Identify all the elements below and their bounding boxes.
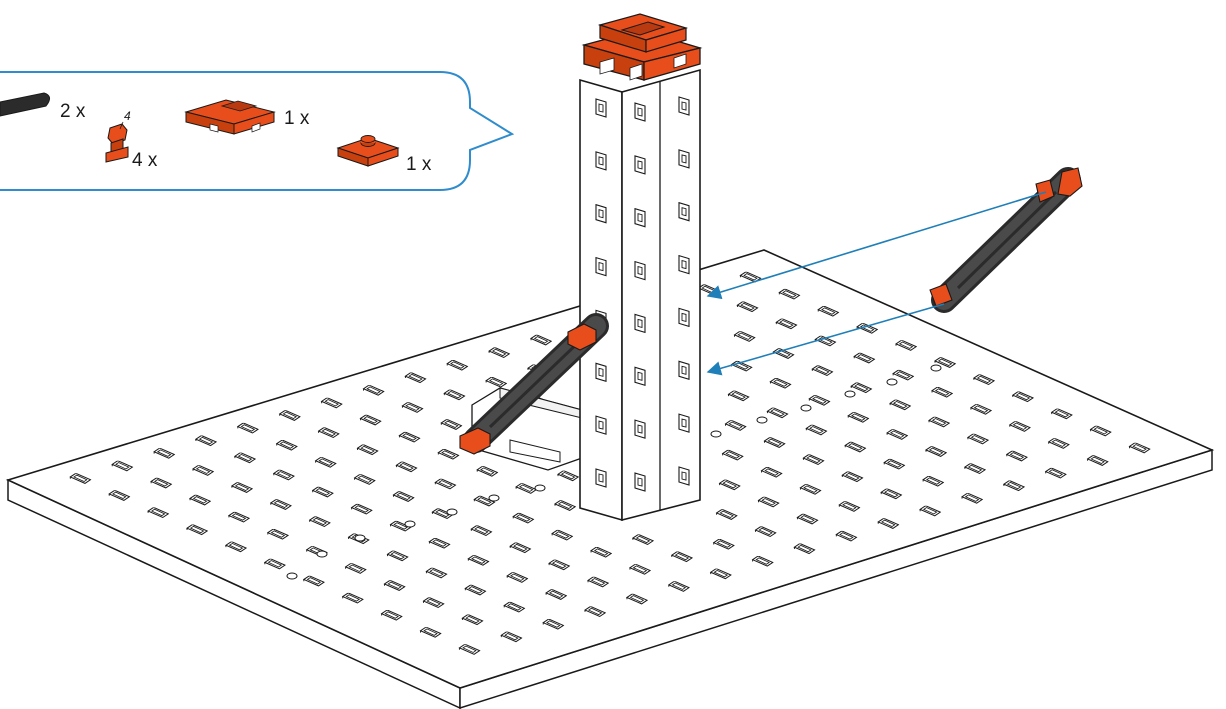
- plate-hole: [756, 416, 768, 424]
- callout-plate-with-stud: 1 x: [336, 135, 432, 175]
- tower-slot: [595, 257, 607, 277]
- plate-hole: [800, 404, 812, 412]
- strut-to-install: [929, 167, 1083, 313]
- plate-hole: [844, 390, 856, 398]
- plate-hole: [446, 508, 458, 516]
- connector-icon: [105, 123, 129, 163]
- connector-icon: [567, 323, 597, 351]
- connector-icon: [929, 283, 953, 307]
- tower-slot: [595, 151, 607, 171]
- base-plate-slot-grid: [69, 271, 1151, 655]
- tower-front-right-face: [621, 68, 701, 522]
- plate-with-stud-icon: [336, 135, 400, 167]
- tower-slot: [678, 202, 690, 222]
- plate-hole: [886, 378, 898, 386]
- strut-icon: [0, 92, 50, 117]
- tower-slot: [634, 366, 646, 386]
- callout-connector: 4 4 x: [105, 109, 158, 171]
- plate-hole: [930, 364, 942, 372]
- plate-hole: [534, 484, 546, 492]
- tower-slot: [634, 261, 646, 281]
- callout-flat-block: 1 x: [184, 99, 310, 135]
- tower-slot: [678, 96, 690, 116]
- connector-quantity: 4 x: [132, 150, 158, 171]
- assembly-arrows: [706, 191, 1047, 376]
- connector-icon: [1035, 179, 1055, 203]
- arrow-upper: [706, 191, 1047, 300]
- tower-slot: [678, 413, 690, 433]
- connector-icon: [1057, 167, 1083, 197]
- tower-slot: [634, 472, 646, 492]
- tower-slot: [678, 149, 690, 169]
- tower-slot: [678, 307, 690, 327]
- tower-slot: [595, 415, 607, 435]
- flat-block-quantity: 1 x: [284, 108, 310, 129]
- connector-icon: [459, 427, 491, 455]
- connector-size-label: 4: [124, 109, 131, 123]
- tower-slot: [634, 208, 646, 228]
- arrow-lower: [706, 303, 945, 376]
- plate-hole: [488, 494, 500, 502]
- tower-slot: [678, 466, 690, 486]
- strut-installed: [459, 313, 609, 455]
- tower-slot: [634, 419, 646, 439]
- tower-slot: [595, 98, 607, 118]
- tower-slot: [595, 362, 607, 382]
- tower-slot: [595, 204, 607, 224]
- callout-strut: 2 x: [0, 92, 86, 122]
- tower-slot: [634, 102, 646, 122]
- parts-callout: 2 x 4 4 x 1 x: [0, 71, 515, 191]
- flat-block-icon: [184, 99, 276, 135]
- plate-hole: [404, 520, 416, 528]
- plate-hole: [316, 550, 328, 558]
- plate-hole: [286, 572, 298, 580]
- plate-hole: [354, 534, 366, 542]
- plate-hole: [710, 430, 722, 438]
- callout-bubble: [0, 71, 515, 191]
- strut-quantity: 2 x: [60, 101, 86, 122]
- tower-slot: [634, 313, 646, 333]
- tower-front-left-face: [579, 78, 623, 522]
- tower-slot: [678, 360, 690, 380]
- tower-top-cap: [581, 13, 703, 81]
- tower-slot: [634, 155, 646, 175]
- tower: [579, 13, 703, 522]
- tower-slot: [595, 468, 607, 488]
- tower-slot: [678, 255, 690, 275]
- plate-with-stud-quantity: 1 x: [406, 154, 432, 175]
